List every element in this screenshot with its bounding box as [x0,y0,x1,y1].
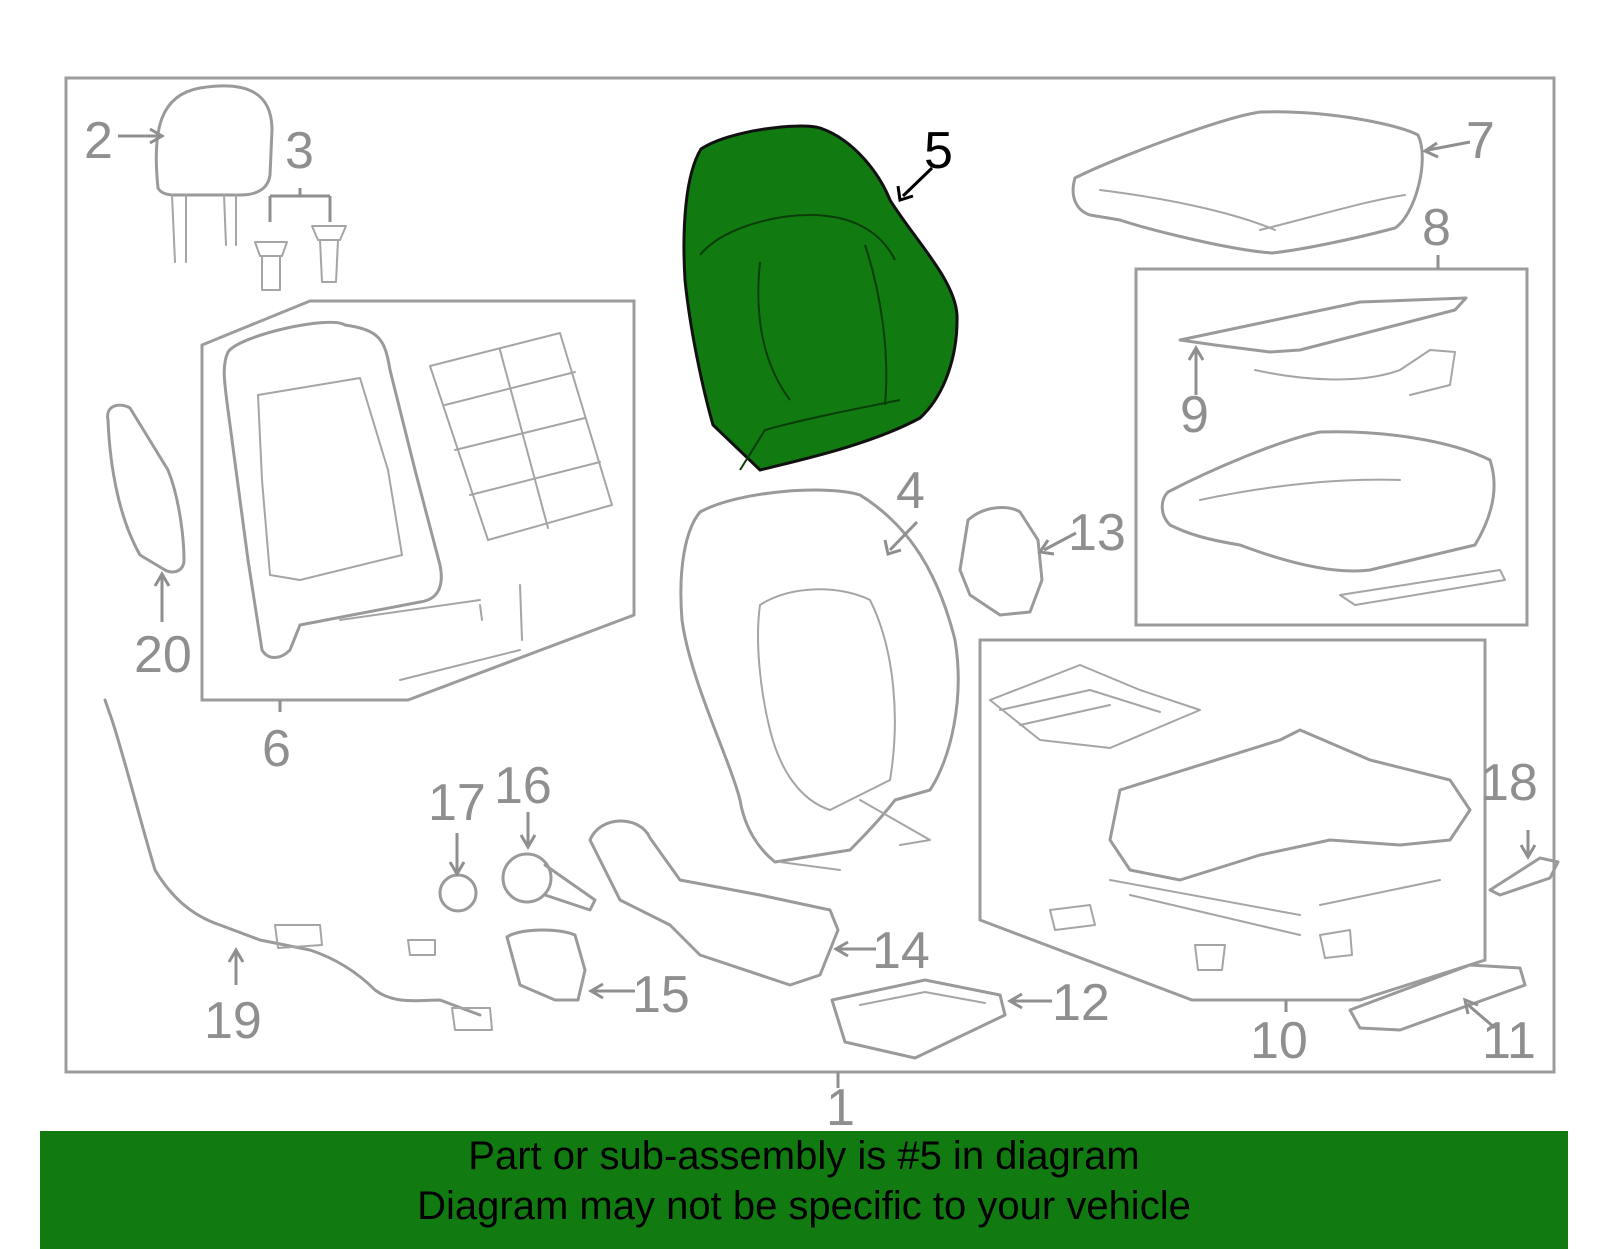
part-11-track-cover[interactable] [1348,963,1527,1032]
callout-1: 1 [826,1079,855,1137]
part-7-cushion-cover[interactable] [1071,110,1424,255]
part-18-clip[interactable] [1488,856,1560,897]
callout-20: 20 [134,626,192,684]
callout-5: 5 [924,122,953,180]
callout-19: 19 [204,992,262,1050]
part-2-headrest[interactable] [154,84,274,263]
callout-7: 7 [1466,112,1495,170]
part-3-headrest-guides[interactable] [254,188,347,291]
callout-8: 8 [1422,199,1451,257]
part-20-side-panel[interactable] [106,403,186,574]
part-17-cap[interactable] [438,873,478,913]
callout-15: 15 [632,966,690,1024]
callout-12: 12 [1052,974,1110,1032]
part-14-side-shield[interactable] [588,819,840,987]
callout-13: 13 [1068,504,1126,562]
part-10-seat-adjuster[interactable] [978,638,1487,1002]
callout-14: 14 [872,922,930,980]
callout-6: 6 [262,720,291,778]
callout-3: 3 [285,122,314,180]
banner-line-2: Diagram may not be specific to your vehi… [417,1184,1191,1228]
part-19-wiring-harness[interactable] [103,698,493,1031]
callout-16: 16 [494,757,552,815]
part-12-storage-tray[interactable] [830,978,1007,1060]
part-13-bracket[interactable] [958,506,1044,617]
part-6-backrest-frame[interactable] [200,299,636,702]
part-8-cushion-assembly[interactable] [1134,267,1529,627]
callout-11: 11 [1482,1012,1536,1070]
part-15-trim-cover[interactable] [505,928,587,1002]
callout-9: 9 [1180,386,1209,444]
callout-4: 4 [896,462,925,520]
part-16-recliner-handle[interactable] [501,852,597,912]
callout-2: 2 [84,112,113,170]
callout-10: 10 [1250,1012,1308,1070]
part-5-seatback-cover[interactable] [682,124,959,472]
banner-line-1: Part or sub-assembly is #5 in diagram [468,1134,1140,1178]
callout-17: 17 [428,774,486,832]
diagram-outer-frame [64,76,1556,1074]
info-banner: Part or sub-assembly is #5 in diagram Di… [40,1131,1568,1249]
part-4-seatback-pad[interactable] [679,488,960,871]
callout-18: 18 [1480,754,1538,812]
